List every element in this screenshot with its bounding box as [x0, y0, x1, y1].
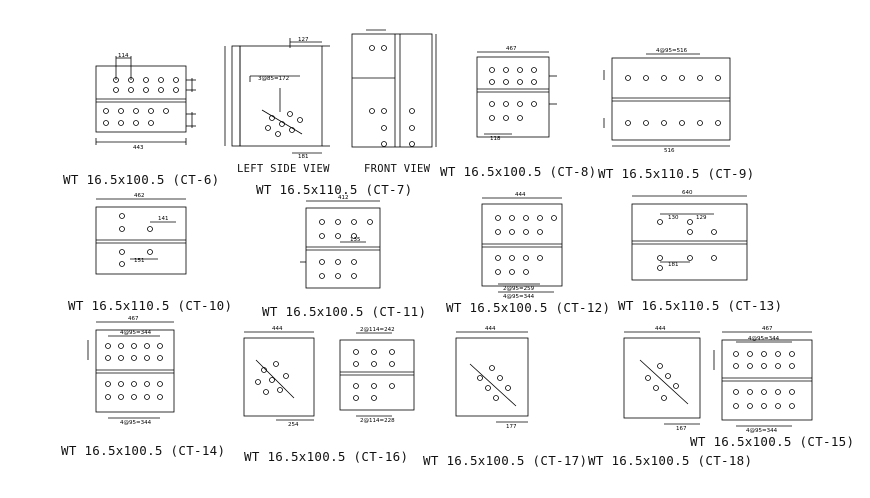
plate-ct18 — [623, 331, 701, 425]
caption-ct13: WT 16.5x110.5 (CT-13) — [618, 298, 783, 313]
plate-ct17 — [455, 331, 529, 423]
plate-ct6 — [95, 56, 196, 145]
dim-ct16-b: 254 — [288, 422, 299, 428]
bolt-holes-ct18 — [645, 363, 679, 401]
caption-ct10: WT 16.5x110.5 (CT-10) — [68, 298, 233, 313]
caption-ct14: WT 16.5x100.5 (CT-14) — [61, 443, 226, 458]
dim-ct15-top: 467 — [762, 326, 773, 332]
bolt-holes-ct14 — [105, 343, 163, 400]
plate-ct14 — [87, 321, 175, 419]
dim-ct13-c: 181 — [668, 262, 679, 268]
dim-ct7-top: 127 — [298, 37, 309, 43]
dim-ct16-d: 2@114=228 — [360, 418, 395, 424]
bolt-holes-ct8 — [489, 67, 537, 121]
bolt-holes-ct10 — [119, 213, 153, 267]
caption-ct17: WT 16.5x100.5 (CT-17) — [423, 453, 588, 468]
dim-ct9-bottom: 516 — [664, 148, 675, 154]
dim-ct12-mid: 2@95=259 — [503, 286, 535, 292]
dim-ct7-bottom: 181 — [298, 154, 309, 160]
caption-ct15: WT 16.5x100.5 (CT-15) — [690, 434, 855, 449]
bolt-holes-ct6 — [103, 77, 179, 126]
dim-ct13-a: 130 — [668, 215, 679, 221]
bolt-holes-ct7 — [265, 111, 303, 137]
caption-left-side-view: LEFT SIDE VIEW — [237, 163, 330, 175]
dim-ct10-b: 151 — [134, 258, 145, 264]
dim-ct13-top: 640 — [682, 190, 693, 196]
dim-ct6-top: 114 — [118, 53, 129, 59]
bolt-holes-ct12 — [495, 215, 557, 275]
dim-ct13-b: 129 — [696, 215, 707, 221]
caption-ct16: WT 16.5x100.5 (CT-16) — [244, 449, 409, 464]
caption-ct9: WT 16.5x110.5 (CT-9) — [598, 166, 755, 181]
caption-ct6: WT 16.5x100.5 (CT-6) — [63, 172, 220, 187]
plate-ct13 — [631, 195, 748, 281]
dim-ct10-a: 141 — [158, 216, 169, 222]
dim-ct12-top: 444 — [515, 192, 526, 198]
bolt-holes-ct11 — [319, 219, 373, 279]
dim-ct9-top: 4@95=516 — [656, 48, 688, 54]
dim-ct16-a: 444 — [272, 326, 283, 332]
caption-ct18: WT 16.5x100.5 (CT-18) — [588, 453, 753, 468]
bolt-holes-ct16b — [353, 349, 395, 401]
dim-ct18-a: 444 — [655, 326, 666, 332]
plate-ct7 — [224, 29, 437, 154]
caption-front-view: FRONT VIEW — [364, 163, 431, 175]
dim-ct14-a: 4@95=344 — [120, 330, 152, 336]
dim-ct14-top: 467 — [128, 316, 139, 322]
bolt-holes-ct7-front — [369, 45, 415, 147]
caption-ct12: WT 16.5x100.5 (CT-12) — [446, 300, 611, 315]
dim-ct15-a: 4@95=344 — [748, 336, 780, 342]
bolt-holes-ct9 — [625, 75, 721, 126]
plate-ct8 — [476, 51, 557, 138]
caption-ct11: WT 16.5x100.5 (CT-11) — [262, 304, 427, 319]
plate-ct10 — [95, 198, 187, 275]
dim-ct10-top: 462 — [134, 193, 145, 199]
dim-ct18-b: 167 — [676, 426, 687, 432]
dim-ct7-mid: 3@85=172 — [258, 76, 289, 82]
plate-ct15 — [713, 331, 813, 427]
dim-ct11-top: 412 — [338, 195, 349, 201]
dim-ct8-top: 467 — [506, 46, 517, 52]
dim-ct16-c: 2@114=242 — [360, 327, 395, 333]
plate-ct11 — [300, 200, 381, 289]
bolt-holes-ct16a — [255, 361, 289, 395]
dim-ct17-a: 444 — [485, 326, 496, 332]
bolt-holes-ct17 — [477, 365, 511, 401]
dim-ct15-b: 4@95=344 — [746, 428, 778, 434]
plate-ct9 — [603, 53, 731, 147]
bolt-holes-ct15 — [733, 351, 795, 409]
bolt-holes-ct13 — [657, 219, 717, 271]
dim-ct8-bottom: 118 — [490, 136, 501, 142]
dim-ct14-b: 4@95=344 — [120, 420, 152, 426]
dim-ct11-a: 135 — [350, 237, 361, 243]
plate-ct16 — [243, 331, 415, 421]
dim-ct17-b: 177 — [506, 424, 517, 430]
caption-ct7: WT 16.5x110.5 (CT-7) — [256, 182, 413, 197]
dim-ct12-bottom: 4@95=344 — [503, 294, 535, 300]
caption-ct8: WT 16.5x100.5 (CT-8) — [440, 164, 597, 179]
dim-ct6-bottom: 443 — [133, 145, 144, 151]
plate-ct12 — [481, 197, 563, 293]
